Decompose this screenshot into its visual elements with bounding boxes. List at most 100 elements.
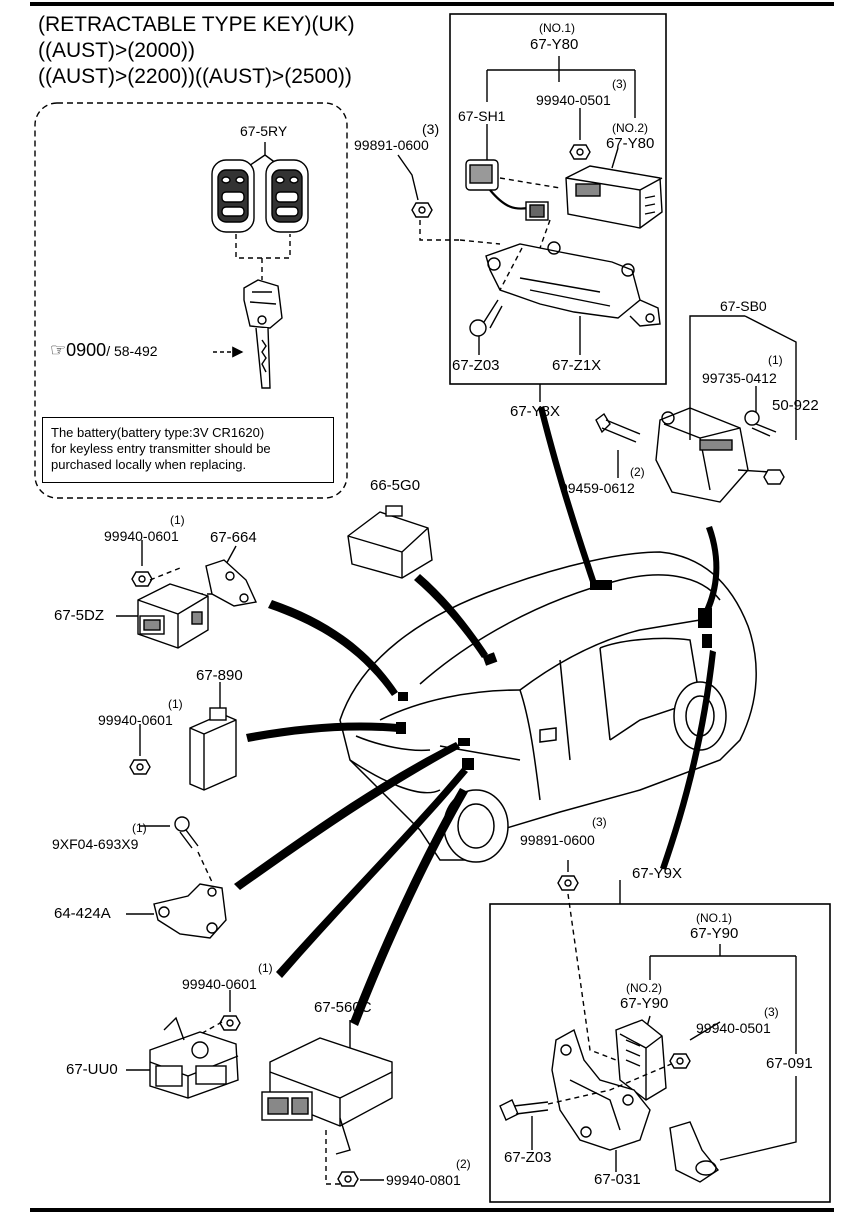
unit-67-5dz (137, 583, 209, 649)
label-67-sh1[interactable]: 67-SH1 (458, 108, 506, 124)
module-67-y90 (615, 1019, 667, 1101)
label-50-922[interactable]: 50-922 (772, 397, 819, 414)
clip-50-922 (763, 469, 785, 485)
label-67-z1x[interactable]: 67-Z1X (552, 357, 602, 374)
key-fob-2 (265, 159, 309, 233)
reference-sub: / 58-492 (106, 343, 158, 359)
qty-99891-0600-a: (3) (422, 121, 440, 137)
label-67-y90-b[interactable]: 67-Y90 (620, 995, 669, 1012)
car-mark-y9x (702, 634, 712, 648)
harness-67-sh1 (465, 159, 549, 221)
label-99940-0601-b[interactable]: 99940-0601 (98, 712, 173, 728)
qty-99940-0501-b: (3) (764, 1005, 779, 1019)
label-99940-0601-c[interactable]: 99940-0601 (182, 976, 257, 992)
bolt-67-z03 (469, 299, 503, 337)
module-box-y8x (449, 13, 667, 385)
label-67-y90-a[interactable]: 67-Y90 (690, 925, 739, 942)
qty-99735-0412: (1) (768, 353, 783, 367)
retractable-key (243, 279, 283, 389)
car-mark-890 (396, 722, 406, 734)
unit-67-890 (189, 707, 237, 791)
reference-main: 0900 (66, 340, 107, 360)
label-9xf04-693x9[interactable]: 9XF04-693X9 (52, 836, 139, 852)
bolt-99459-0612 (595, 412, 641, 443)
bracket-64-424a (153, 883, 227, 939)
qty-99940-0501-a: (3) (612, 77, 627, 91)
label-67-sb0[interactable]: 67-SB0 (720, 298, 767, 314)
key-fob-1 (211, 159, 255, 233)
car-mark-sb0 (698, 608, 712, 628)
qty-99940-0601-c: (1) (258, 961, 273, 975)
leader-y80-tree (486, 56, 636, 118)
label-64-424a[interactable]: 64-424A (54, 905, 111, 922)
nut-99891-0600-b (557, 875, 579, 891)
label-99940-0501-b[interactable]: 99940-0501 (696, 1020, 771, 1036)
label-67-664[interactable]: 67-664 (210, 529, 257, 546)
qty-99459-0612: (2) (630, 465, 645, 479)
note-line-1: The battery(battery type:3V CR1620) (51, 425, 265, 440)
title-line-2: ((AUST)>(2000)) (38, 39, 195, 62)
car-mark-5g0 (482, 652, 498, 666)
unit-67-uu0 (149, 1016, 239, 1099)
nut-99940-0801 (337, 1171, 359, 1187)
nut-99940-0601-a (131, 571, 153, 587)
label-67-y9x[interactable]: 67-Y9X (632, 865, 683, 882)
screw-99735-0412 (744, 410, 777, 437)
bolt-67-z03-b (499, 1099, 549, 1121)
unit-67-560c (261, 1037, 393, 1155)
label-67-y80-a[interactable]: 67-Y80 (530, 36, 579, 53)
bracket-67-z1x (485, 241, 661, 327)
label-99459-0612[interactable]: 99459-0612 (560, 480, 635, 496)
pointing-hand-icon: ☞ (50, 340, 67, 360)
qty-99891-0600-b: (3) (592, 815, 607, 829)
qty-99940-0601-b: (1) (168, 697, 183, 711)
unit-66-5g0 (347, 505, 433, 579)
label-99891-0600-b[interactable]: 99891-0600 (520, 832, 595, 848)
label-99891-0600-a[interactable]: 99891-0600 (354, 137, 429, 153)
battery-note: The battery(battery type:3V CR1620) for … (42, 417, 334, 483)
label-67-z03-a[interactable]: 67-Z03 (452, 357, 500, 374)
screw-9xf04-693x9 (174, 816, 199, 849)
bracket-67-664 (205, 559, 258, 607)
bracket-67-091 (669, 1121, 720, 1183)
title-line-3: ((AUST)>(2200))((AUST)>(2500)) (38, 65, 352, 88)
unit-67-sb0 (655, 407, 771, 503)
label-67-5ry[interactable]: 67-5RY (240, 123, 288, 139)
label-67-z03-b[interactable]: 67-Z03 (504, 1149, 552, 1166)
label-67-y8x[interactable]: 67-Y8X (510, 403, 561, 420)
label-67-uu0[interactable]: 67-UU0 (66, 1061, 118, 1078)
label-99940-0801[interactable]: 99940-0801 (386, 1172, 461, 1188)
bracket-67-031 (551, 1028, 651, 1151)
nut-99940-0601-c (219, 1015, 241, 1031)
label-y80-no1: (NO.1) (539, 21, 575, 35)
label-66-5g0[interactable]: 66-5G0 (370, 477, 421, 494)
nut-99940-0601-b (129, 759, 151, 775)
label-67-091[interactable]: 67-091 (766, 1055, 813, 1072)
label-67-y80-b[interactable]: 67-Y80 (606, 135, 655, 152)
car-mark-uu0 (462, 758, 474, 770)
car-mark-424a (458, 738, 470, 746)
top-rule (30, 2, 834, 6)
nut-99940-0501 (569, 144, 591, 160)
note-line-3: purchased locally when replacing. (51, 457, 247, 472)
label-y80-no2: (NO.2) (612, 121, 648, 135)
nut-99940-0501-b (669, 1053, 691, 1069)
label-67-890[interactable]: 67-890 (196, 667, 243, 684)
note-line-2: for keyless entry transmitter should be (51, 441, 271, 456)
module-box-y9x (489, 903, 831, 1203)
car-body (339, 551, 757, 863)
module-67-y80 (565, 165, 663, 229)
bottom-rule (30, 1208, 834, 1212)
reference-0900[interactable]: ☞0900/ 58-492 (50, 340, 158, 361)
key-panel-frame (34, 102, 348, 499)
label-67-5dz[interactable]: 67-5DZ (54, 607, 105, 624)
label-67-560c[interactable]: 67-560C (314, 999, 372, 1016)
label-y90-no1: (NO.1) (696, 911, 732, 925)
label-y90-no2: (NO.2) (626, 981, 662, 995)
label-99940-0601-a[interactable]: 99940-0601 (104, 528, 179, 544)
label-99940-0501-a[interactable]: 99940-0501 (536, 92, 611, 108)
label-99735-0412[interactable]: 99735-0412 (702, 370, 777, 386)
label-67-031[interactable]: 67-031 (594, 1171, 641, 1188)
